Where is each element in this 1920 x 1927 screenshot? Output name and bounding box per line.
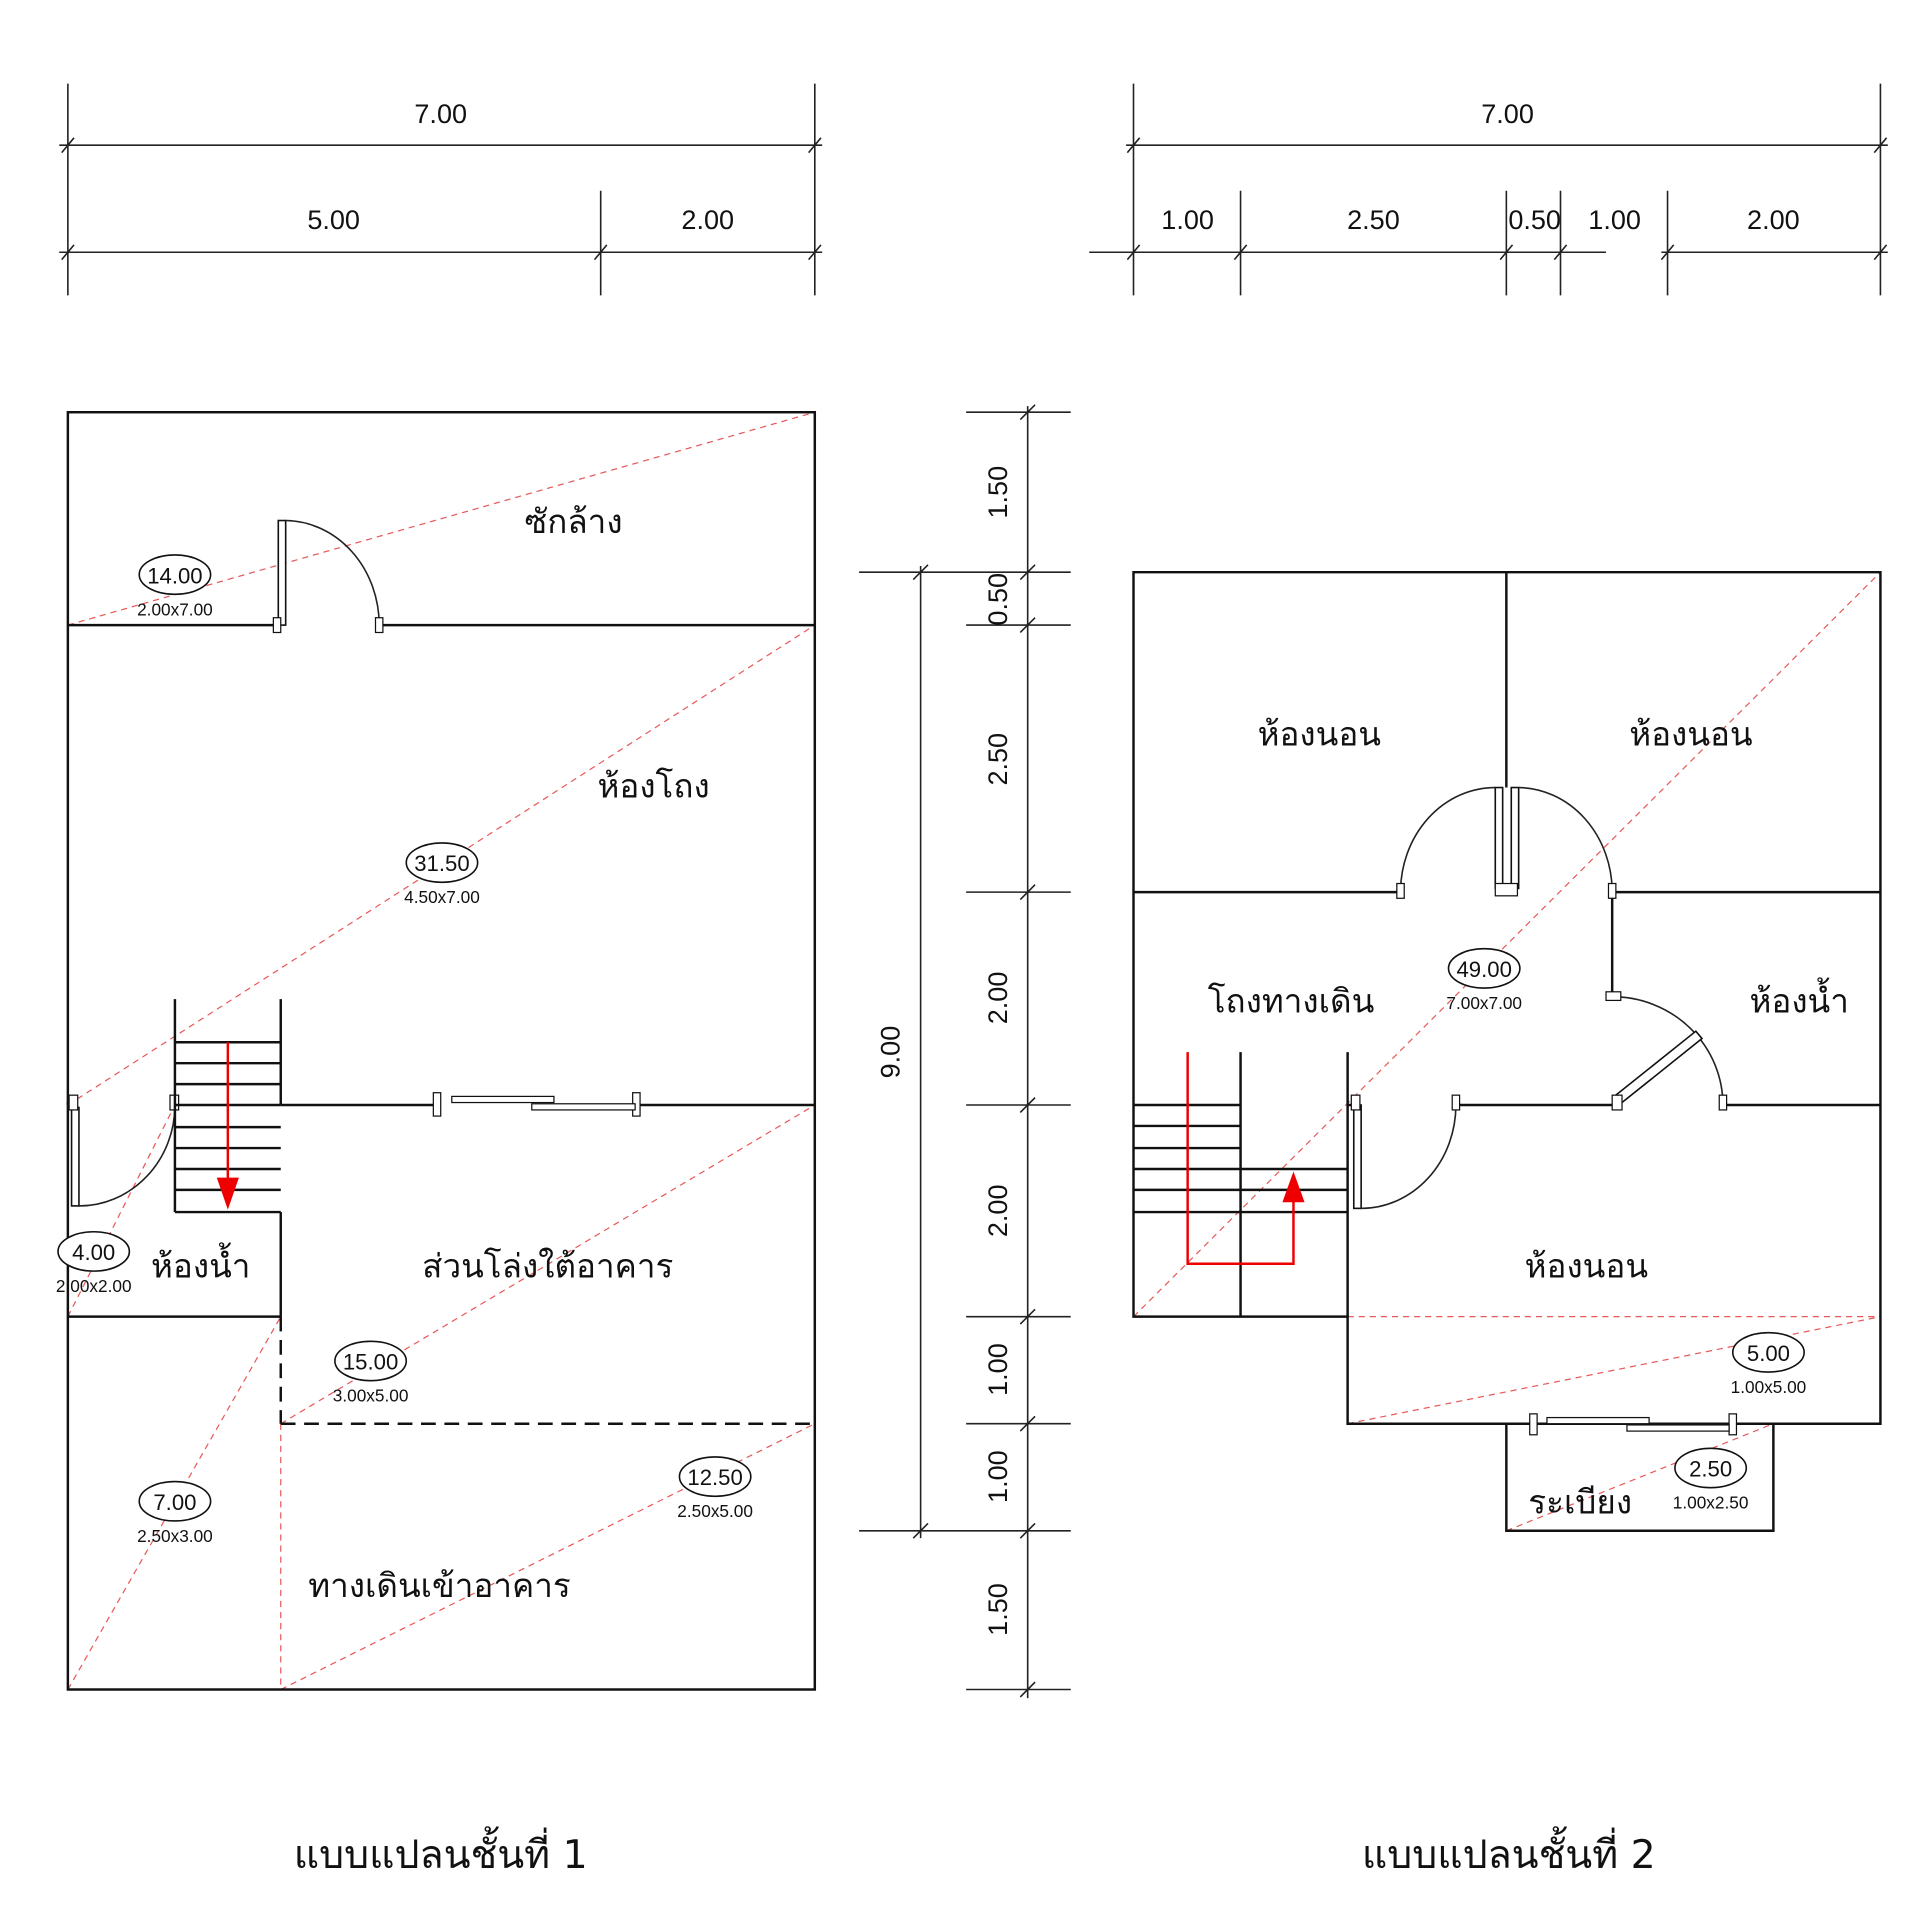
svg-text:7.00: 7.00 — [153, 1490, 196, 1515]
floor2-top-dimensions: 7.00 1.00 2.50 0.50 1.00 2.00 — [1089, 83, 1888, 296]
room-corridor: โถงทางเดิน — [1208, 982, 1375, 1021]
dim-floor1-right: 2.00 — [681, 204, 734, 235]
area-tag: 12.50 2.50x5.00 — [677, 1456, 753, 1521]
vdim-3: 2.50 — [982, 733, 1013, 786]
stair-up-arrow-icon — [1282, 1171, 1305, 1203]
svg-text:12.50: 12.50 — [687, 1465, 742, 1490]
room-balcony: ระเบียง — [1528, 1483, 1632, 1522]
floor1-open-space-boundary — [279, 1316, 815, 1425]
sliding-window — [432, 1092, 641, 1117]
vdim-7: 1.00 — [982, 1450, 1013, 1503]
vdim-4: 2.00 — [982, 972, 1013, 1025]
floor2-plan: ห้องนอน ห้องนอน โถงทางเดิน ห้องน้ำ ห้องน… — [1132, 570, 1882, 1878]
area-tag: 31.50 4.50x7.00 — [404, 842, 480, 907]
bedroom-doors — [1396, 786, 1617, 899]
balcony-sliding-door — [1529, 1413, 1738, 1436]
stair-down-arrow-icon — [216, 1177, 239, 1210]
room-entrance: ทางเดินเข้าอาคาร — [308, 1566, 570, 1605]
svg-text:2.50x3.00: 2.50x3.00 — [137, 1526, 213, 1546]
laundry-door — [272, 519, 384, 634]
area-tag: 5.00 1.00x5.00 — [1731, 1331, 1807, 1397]
floor1-top-dimensions: 7.00 5.00 2.00 — [59, 83, 823, 296]
floor1-title: แบบแปลนชั้นที่ 1 — [294, 1826, 588, 1878]
room-laundry: ซักล้าง — [525, 502, 623, 541]
floor2-title: แบบแปลนชั้นที่ 2 — [1362, 1826, 1656, 1878]
vdim-1: 1.50 — [982, 466, 1013, 519]
svg-text:31.50: 31.50 — [414, 851, 469, 876]
svg-text:4.50x7.00: 4.50x7.00 — [404, 887, 480, 907]
area-tag: 14.00 2.00x7.00 — [137, 554, 213, 619]
vdim-2: 0.50 — [982, 573, 1013, 626]
dim-floor2-seg2: 2.50 — [1347, 204, 1400, 235]
vdim-total: 9.00 — [875, 1026, 906, 1079]
dim-floor1-left: 5.00 — [307, 204, 360, 235]
svg-text:2.00x7.00: 2.00x7.00 — [137, 599, 213, 619]
dim-floor1-total: 7.00 — [414, 98, 467, 129]
svg-text:3.00x5.00: 3.00x5.00 — [333, 1386, 409, 1406]
bedroom3-door — [1350, 1094, 1461, 1210]
vertical-dimensions: 1.50 0.50 2.50 2.00 2.00 1.00 1.00 1.50 … — [859, 404, 1071, 1699]
svg-text:4.00: 4.00 — [72, 1240, 115, 1265]
svg-text:7.00x7.00: 7.00x7.00 — [1446, 993, 1522, 1013]
svg-text:15.00: 15.00 — [343, 1350, 398, 1375]
svg-text:1.00x5.00: 1.00x5.00 — [1731, 1377, 1807, 1397]
floor1-interior-walls — [66, 623, 815, 1318]
svg-text:1.00x2.50: 1.00x2.50 — [1673, 1493, 1749, 1513]
svg-text:49.00: 49.00 — [1457, 957, 1512, 982]
bathroom-door-f2 — [1605, 991, 1728, 1111]
vdim-5: 2.00 — [982, 1184, 1013, 1237]
room-hall: ห้องโถง — [597, 766, 709, 805]
dim-floor2-seg4: 1.00 — [1588, 204, 1641, 235]
area-tag: 7.00 2.50x3.00 — [137, 1480, 213, 1546]
area-tag: 4.00 2.00x2.00 — [56, 1230, 132, 1296]
area-tag: 49.00 7.00x7.00 — [1446, 947, 1522, 1013]
room-open-space: ส่วนโล่งใต้อาคาร — [422, 1246, 673, 1285]
room-bedroom-2: ห้องนอน — [1629, 715, 1752, 754]
vdim-8: 1.50 — [982, 1583, 1013, 1636]
floor1-outer-wall — [66, 410, 817, 1691]
room-bedroom-1: ห้องนอน — [1258, 715, 1381, 754]
dim-floor2-seg1: 1.00 — [1161, 204, 1214, 235]
room-bathroom-f1: ห้องน้ำ — [151, 1241, 250, 1285]
area-tag: 2.50 1.00x2.50 — [1673, 1447, 1749, 1513]
floor2-stair-arrow — [1186, 1052, 1305, 1265]
svg-text:14.00: 14.00 — [147, 563, 202, 588]
dim-floor2-seg5: 2.00 — [1747, 204, 1800, 235]
bathroom-door — [68, 1094, 180, 1207]
floor2-outer-wall — [1132, 570, 1882, 1533]
vdim-6: 1.00 — [982, 1343, 1013, 1396]
svg-text:2.00x2.00: 2.00x2.00 — [56, 1276, 132, 1296]
dim-floor2-seg3: 0.50 — [1508, 204, 1561, 235]
room-bedroom-3: ห้องนอน — [1525, 1246, 1648, 1285]
svg-text:5.00: 5.00 — [1747, 1341, 1790, 1366]
svg-text:2.50x5.00: 2.50x5.00 — [677, 1501, 753, 1521]
floor1-plan: ซักล้าง ห้องโถง ห้องน้ำ ส่วนโล่งใต้อาคาร… — [56, 410, 817, 1878]
svg-text:2.50: 2.50 — [1689, 1457, 1732, 1482]
area-tag: 15.00 3.00x5.00 — [333, 1340, 409, 1406]
room-bathroom-f2: ห้องน้ำ — [1749, 977, 1848, 1021]
dim-floor2-total: 7.00 — [1481, 98, 1534, 129]
floor1-stair — [173, 999, 282, 1214]
guide-diagonals — [1133, 571, 1881, 1532]
